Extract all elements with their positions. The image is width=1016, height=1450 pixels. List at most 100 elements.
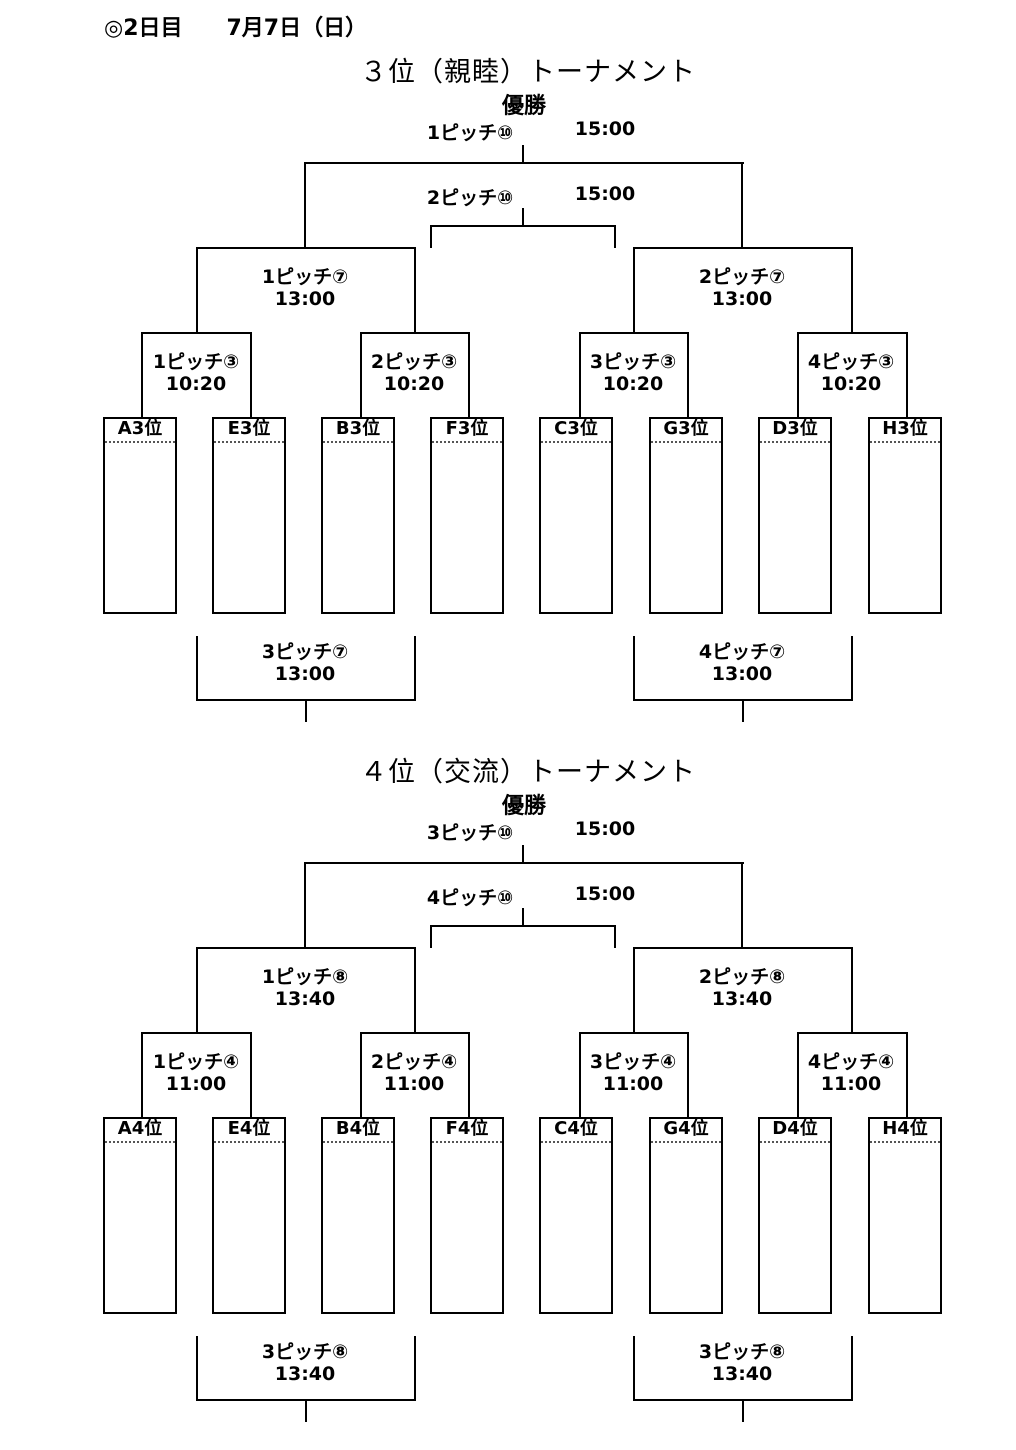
consolation-time: 13:40 — [274, 1363, 336, 1385]
quarter-right-line — [468, 332, 470, 418]
final-right-line — [741, 162, 743, 248]
quarter-pitch: 4ピッチ③ — [807, 351, 895, 373]
final-time-label: 15:00 — [574, 118, 636, 140]
team-slot-box: B4位 — [321, 1117, 395, 1314]
team-slot-label: F4位 — [432, 1119, 502, 1143]
quarter-pitch: 3ピッチ④ — [589, 1051, 677, 1073]
team-slot-label: G4位 — [651, 1119, 721, 1143]
team-slot-box: C3位 — [539, 417, 613, 614]
quarter-right-line — [250, 332, 252, 418]
consolation-right-line — [414, 1336, 416, 1400]
consolation-right-line — [851, 1336, 853, 1400]
consolation-pitch: 3ピッチ⑧ — [698, 1341, 786, 1363]
team-slot-box: F4位 — [430, 1117, 504, 1314]
semi-left-line — [633, 947, 635, 1033]
bracket-title: ３位（親睦）トーナメント — [360, 57, 696, 88]
bracket-title: ４位（交流）トーナメント — [360, 757, 696, 788]
semi-pitch: 1ピッチ⑦ — [261, 266, 349, 288]
team-slot-label: B3位 — [323, 419, 393, 443]
semi-right-line — [414, 247, 416, 333]
champion-label: 優勝 — [501, 794, 546, 819]
quarter-pitch: 1ピッチ③ — [152, 351, 240, 373]
quarter-time: 10:20 — [165, 373, 227, 395]
quarter-left-line — [360, 1032, 362, 1118]
quarter-pitch: 2ピッチ④ — [370, 1051, 458, 1073]
consolation-left-line — [633, 1336, 635, 1400]
third-place-right-line — [614, 925, 616, 948]
third-place-pitch-label: 2ピッチ⑩ — [426, 187, 514, 209]
team-slot-label: H4位 — [870, 1119, 940, 1143]
team-slot-label: B4位 — [323, 1119, 393, 1143]
team-slot-label: G3位 — [651, 419, 721, 443]
quarter-bar-line — [141, 1032, 252, 1034]
quarter-pitch: 4ピッチ④ — [807, 1051, 895, 1073]
third-place-stem-line — [522, 208, 524, 226]
final-bar-line — [304, 862, 744, 864]
semi-time: 13:00 — [274, 288, 336, 310]
quarter-left-line — [797, 332, 799, 418]
quarter-left-line — [797, 1032, 799, 1118]
consolation-stem-line — [305, 700, 307, 722]
consolation-right-line — [414, 636, 416, 700]
final-bar-line — [304, 162, 744, 164]
quarter-bar-line — [579, 332, 689, 334]
quarter-right-line — [468, 1032, 470, 1118]
consolation-time: 13:00 — [274, 663, 336, 685]
team-slot-box: C4位 — [539, 1117, 613, 1314]
team-slot-box: D3位 — [758, 417, 832, 614]
final-time-label: 15:00 — [574, 818, 636, 840]
semi-left-line — [196, 247, 198, 333]
team-slot-label: E4位 — [214, 1119, 284, 1143]
semi-right-line — [414, 947, 416, 1033]
consolation-time: 13:00 — [711, 663, 773, 685]
semi-right-line — [851, 247, 853, 333]
quarter-pitch: 2ピッチ③ — [370, 351, 458, 373]
semi-time: 13:40 — [274, 988, 336, 1010]
team-slot-box: A3位 — [103, 417, 177, 614]
team-slot-label: D4位 — [760, 1119, 830, 1143]
team-slot-box: G3位 — [649, 417, 723, 614]
third-place-time-label: 15:00 — [574, 183, 636, 205]
quarter-right-line — [250, 1032, 252, 1118]
team-slot-box: E3位 — [212, 417, 286, 614]
team-slot-box: H4位 — [868, 1117, 942, 1314]
team-slot-label: D3位 — [760, 419, 830, 443]
third-place-stem-line — [522, 908, 524, 926]
quarter-left-line — [141, 332, 143, 418]
page-header: ◎2日目 7月7日（日） — [104, 16, 368, 41]
third-place-bar-line — [430, 225, 616, 227]
quarter-right-line — [687, 1032, 689, 1118]
quarter-time: 11:00 — [383, 1073, 445, 1095]
final-pitch-label: 1ピッチ⑩ — [426, 122, 514, 144]
quarter-bar-line — [360, 332, 470, 334]
team-slot-label: E3位 — [214, 419, 284, 443]
semi-pitch: 2ピッチ⑧ — [698, 966, 786, 988]
semi-bar-line — [633, 247, 853, 249]
team-slot-label: A3位 — [105, 419, 175, 443]
third-place-left-line — [430, 225, 432, 248]
team-slot-box: F3位 — [430, 417, 504, 614]
third-place-time-label: 15:00 — [574, 883, 636, 905]
consolation-stem-line — [305, 1400, 307, 1422]
quarter-left-line — [141, 1032, 143, 1118]
team-slot-label: A4位 — [105, 1119, 175, 1143]
semi-right-line — [851, 947, 853, 1033]
consolation-left-line — [196, 1336, 198, 1400]
final-left-line — [304, 162, 306, 248]
team-slot-box: A4位 — [103, 1117, 177, 1314]
quarter-left-line — [579, 332, 581, 418]
final-stem-line — [522, 845, 524, 863]
quarter-time: 10:20 — [602, 373, 664, 395]
